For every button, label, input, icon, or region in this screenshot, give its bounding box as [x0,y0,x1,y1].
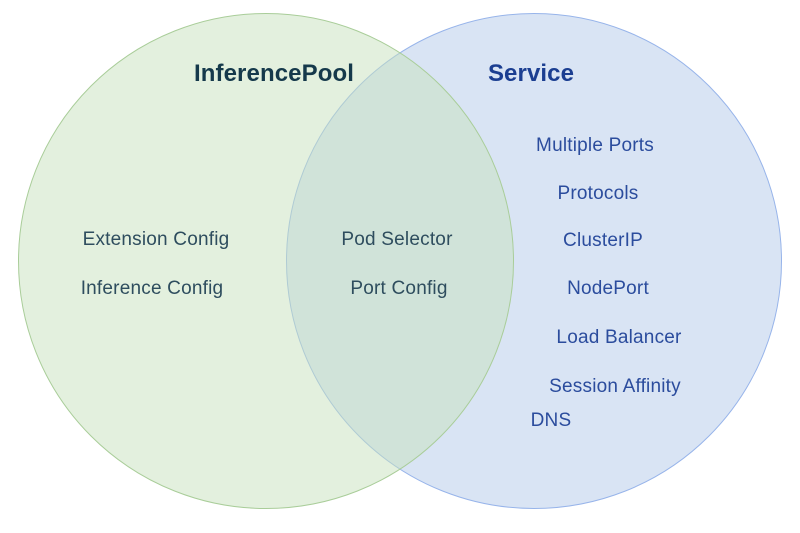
service-item-load-balancer: Load Balancer [556,327,682,348]
inferencepool-title: InferencePool [193,60,355,87]
shared-item-port-config: Port Config [350,278,448,299]
shared-item-pod-selector: Pod Selector [341,229,453,250]
service-item-multiple-ports: Multiple Ports [536,135,654,156]
service-item-nodeport: NodePort [567,278,649,299]
pool-item-extension-config: Extension Config [82,229,230,250]
service-item-protocols: Protocols [557,183,639,204]
inferencepool-circle [18,13,514,509]
service-title: Service [487,60,575,87]
pool-item-inference-config: Inference Config [80,278,224,299]
service-item-dns: DNS [530,410,572,431]
service-item-session-affinity: Session Affinity [549,376,681,397]
service-item-clusterip: ClusterIP [563,230,643,251]
